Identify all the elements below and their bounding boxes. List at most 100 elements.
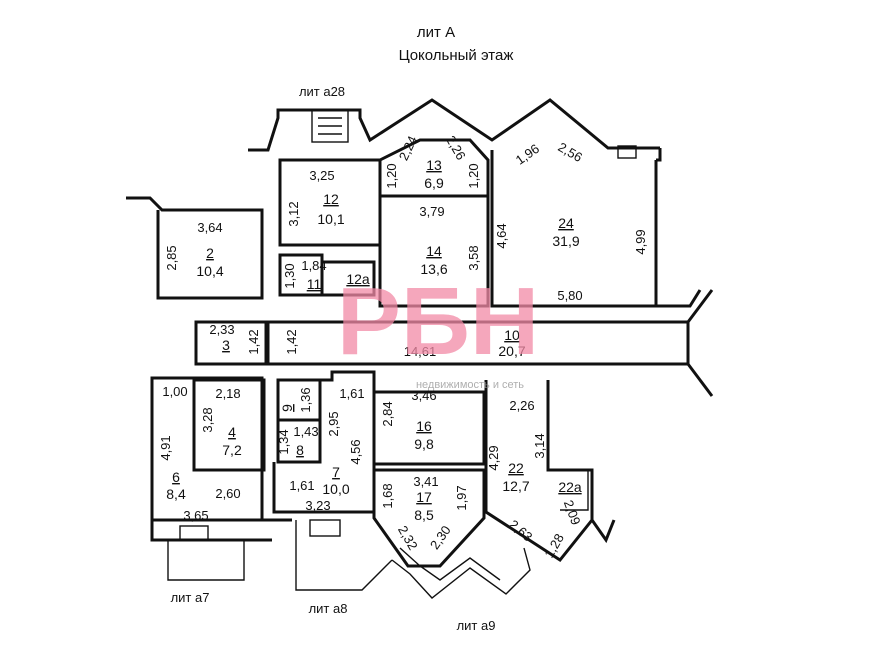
dim-label: 3,25 xyxy=(309,168,334,183)
room-10-number: 10 xyxy=(504,327,520,343)
dim-label: 2,26 xyxy=(509,398,534,413)
dim-label: 1,42 xyxy=(246,329,261,354)
dim-label: 1,97 xyxy=(454,485,469,510)
dim-label: 2,56 xyxy=(556,139,585,165)
room3-outline xyxy=(194,320,268,366)
room-14-area: 13,6 xyxy=(420,261,447,277)
dim-label: 3,46 xyxy=(411,388,436,403)
dim-label: 1,43 xyxy=(293,424,318,439)
dim-label: 1,42 xyxy=(284,329,299,354)
room-12-area: 10,1 xyxy=(317,211,344,227)
room14-outline xyxy=(378,194,490,308)
room-7-area: 10,0 xyxy=(322,481,349,497)
dim-label: 2,18 xyxy=(215,386,240,401)
dim-label: 2,60 xyxy=(215,486,240,501)
dim-label: 1,30 xyxy=(282,263,297,288)
room16-outline xyxy=(372,390,486,466)
room-14-number: 14 xyxy=(426,243,442,259)
right-stub xyxy=(656,289,702,308)
room24-outline xyxy=(490,150,658,308)
room-12-number: 12 xyxy=(323,191,339,207)
annex-a28-label: лит а28 xyxy=(299,84,345,99)
room-17-area: 8,5 xyxy=(414,507,434,523)
annex-a7-outline xyxy=(167,540,245,581)
dim-label: 4,91 xyxy=(158,435,173,460)
dim-label: 2,26 xyxy=(443,133,469,162)
annex-a7-label: лит а7 xyxy=(171,590,210,605)
room-8-number: 8 xyxy=(296,442,304,458)
dim-label: 2,30 xyxy=(427,523,454,552)
room-10-area: 20,7 xyxy=(498,343,525,359)
dim-label: 1,96 xyxy=(513,141,542,168)
dim-label: 3,64 xyxy=(197,220,222,235)
room-labels: 2 10,4 12 10,1 13 6,9 14 13,6 24 31,9 11… xyxy=(166,157,582,523)
dim-label: 1,20 xyxy=(466,163,481,188)
corridor-10-outline xyxy=(266,320,690,366)
dim-label: 3,41 xyxy=(413,474,438,489)
dim-label: 3,14 xyxy=(532,433,547,458)
watermark-logo: РБН xyxy=(337,268,539,375)
dim-label: 1,36 xyxy=(298,387,313,412)
room2-outline xyxy=(126,196,264,300)
room-16-area: 9,8 xyxy=(414,436,434,452)
annex-a9-label: лит а9 xyxy=(457,618,496,633)
annex-a9-outline xyxy=(391,547,531,599)
dim-label: 5,80 xyxy=(557,288,582,303)
room-6-area: 8,4 xyxy=(166,486,186,502)
room-13-number: 13 xyxy=(426,157,442,173)
dim-label: 1,61 xyxy=(339,386,364,401)
dim-label: 1,20 xyxy=(384,163,399,188)
room-12a-number: 12a xyxy=(346,271,370,287)
dimension-labels: 3,64 2,85 3,25 3,12 1,20 2,24 2,26 1,20 … xyxy=(158,133,648,560)
dim-label: 2,85 xyxy=(164,245,179,270)
dim-label: 3,79 xyxy=(419,204,444,219)
room-22-area: 12,7 xyxy=(502,478,529,494)
dim-label: 4,29 xyxy=(486,445,501,470)
room-16-number: 16 xyxy=(416,418,432,434)
dim-label: 2,84 xyxy=(380,401,395,426)
room-24-number: 24 xyxy=(558,215,574,231)
building-letter: лит А xyxy=(417,24,455,41)
dim-label: 2,33 xyxy=(209,322,234,337)
room-13-area: 6,9 xyxy=(424,175,444,191)
dim-label: 2,09 xyxy=(561,498,584,527)
room-3-number: 3 xyxy=(222,337,230,353)
room-17-number: 17 xyxy=(416,489,432,505)
dim-label: 1,68 xyxy=(380,483,395,508)
dim-label: 3,23 xyxy=(305,498,330,513)
room-4-area: 7,2 xyxy=(222,442,242,458)
dim-label: 1,84 xyxy=(301,258,326,273)
dim-label: 14,61 xyxy=(404,344,437,359)
dim-label: 3,58 xyxy=(466,245,481,270)
room-6-number: 6 xyxy=(172,469,180,485)
dim-label: 1,61 xyxy=(289,478,314,493)
dim-label: 2,32 xyxy=(395,523,421,552)
annex-a8-outline xyxy=(295,520,393,591)
dim-label: 2,24 xyxy=(396,133,420,162)
stair-a28 xyxy=(311,109,349,143)
room-7-number: 7 xyxy=(332,464,340,480)
dim-label: 3,12 xyxy=(286,201,301,226)
top-outline xyxy=(248,98,660,152)
room7-outline xyxy=(272,370,376,514)
dim-label: 4,99 xyxy=(633,229,648,254)
room-22a-number: 22a xyxy=(558,479,582,495)
room-24-area: 31,9 xyxy=(552,233,579,249)
room-9-number: 9 xyxy=(279,404,295,412)
watermark-caption: недвижимость и сеть xyxy=(416,379,524,391)
dim-label: 3,28 xyxy=(200,407,215,432)
floor-title: Цокольный этаж xyxy=(399,47,514,64)
annex-a8-label: лит а8 xyxy=(309,601,348,616)
room-2-number: 2 xyxy=(206,245,214,261)
dim-label: 3,65 xyxy=(183,508,208,523)
dim-label: 2,95 xyxy=(326,411,341,436)
walls xyxy=(126,98,714,599)
dim-label: 1,00 xyxy=(162,384,187,399)
room-22-number: 22 xyxy=(508,460,524,476)
dim-label: 4,64 xyxy=(494,223,509,248)
room4-outline xyxy=(192,378,266,472)
room-4-number: 4 xyxy=(228,424,236,440)
room-2-area: 10,4 xyxy=(196,263,223,279)
room17-outline xyxy=(372,468,486,568)
